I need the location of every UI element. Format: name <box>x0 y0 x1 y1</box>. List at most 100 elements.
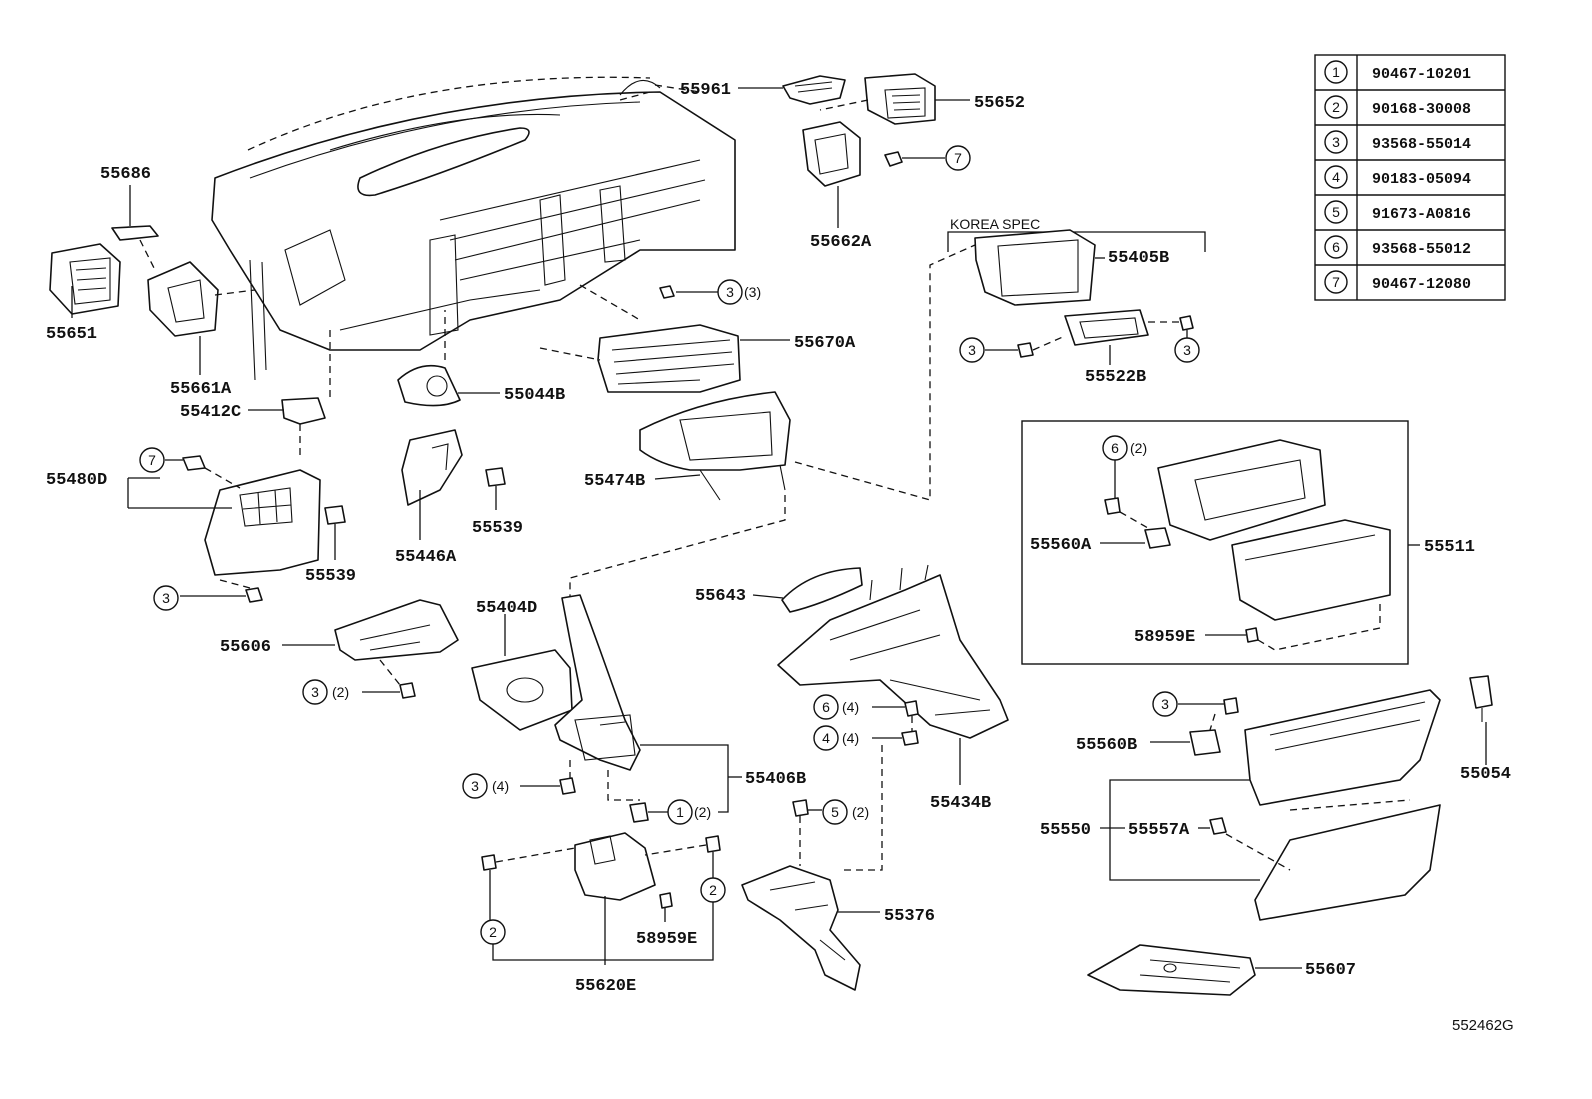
screw-3-qty-2: 3 (2) <box>302 679 416 705</box>
callout-5 <box>822 799 848 825</box>
svg-text:2: 2 <box>489 924 497 940</box>
label-55652: 55652 <box>974 94 1025 113</box>
callout-3 <box>462 773 488 799</box>
label-55550: 55550 <box>1040 821 1091 840</box>
table-ref-number: 1 <box>1332 64 1340 80</box>
label-55412C: 55412C <box>180 403 241 422</box>
label-55662A: 55662A <box>810 233 872 252</box>
svg-text:6: 6 <box>1111 440 1119 456</box>
table-ref-circle <box>1324 200 1348 224</box>
table-ref-circle <box>1324 60 1348 84</box>
label-55670A: 55670A <box>794 334 856 353</box>
table-ref-circle <box>1324 235 1348 259</box>
part-55661A-vent-garnish: 55661A <box>147 261 256 399</box>
part-55446A-panel: 55446A <box>395 429 463 567</box>
label-55686: 55686 <box>100 165 151 184</box>
part-55434B-console-bracket: 55434B <box>777 564 1009 813</box>
part-55607-bracket: 55607 <box>1087 944 1356 996</box>
part-55511-glove-box-group: 55511 6 (2) 55560A 58959E <box>1021 420 1475 665</box>
svg-text:3: 3 <box>968 342 976 358</box>
clip-7-upper: 7 <box>884 145 971 171</box>
table-ref-number: 5 <box>1332 204 1340 220</box>
label-55539-left: 55539 <box>305 567 356 586</box>
instrument-panel-assembly <box>211 76 736 381</box>
svg-text:1: 1 <box>676 804 684 820</box>
svg-text:3: 3 <box>1183 342 1191 358</box>
table-part-number: 90467-10201 <box>1372 66 1471 83</box>
label-55607: 55607 <box>1305 961 1356 980</box>
clip-1-qty-2: 1 (2) <box>629 799 711 825</box>
label-55539-center: 55539 <box>472 519 523 538</box>
table-ref-number: 6 <box>1332 239 1340 255</box>
label-55606: 55606 <box>220 638 271 657</box>
table-ref-number: 3 <box>1332 134 1340 150</box>
table-part-number: 90183-05094 <box>1372 171 1471 188</box>
part-55606-bracket: 55606 <box>220 599 459 686</box>
callout-3 <box>1174 337 1200 363</box>
svg-text:(4): (4) <box>842 730 859 746</box>
part-55643-trim: 55643 <box>695 567 863 613</box>
part-55961-vent-cover: 55961 <box>680 75 846 105</box>
svg-text:7: 7 <box>148 452 156 468</box>
table-part-number: 91673-A0816 <box>1372 206 1471 223</box>
svg-text:7: 7 <box>954 150 962 166</box>
figure-id: 552462G <box>1452 1017 1514 1034</box>
label-55434B: 55434B <box>930 794 991 813</box>
korea-spec-group: KOREA SPEC 55405B 55522B 3 3 <box>947 216 1206 387</box>
label-55961: 55961 <box>680 81 731 100</box>
table-ref-number: 4 <box>1332 169 1340 185</box>
label-55405B: 55405B <box>1108 249 1169 268</box>
part-55651-side-vent: 55651 <box>46 243 121 344</box>
callout-6 <box>813 694 839 720</box>
callout-7 <box>139 447 165 473</box>
label-55560A: 55560A <box>1030 536 1092 555</box>
label-55620E: 55620E <box>575 977 636 996</box>
part-55652-side-vent: 55652 <box>819 73 1025 125</box>
part-55620E-box: 55620E 2 2 58959E <box>480 832 726 996</box>
label-55404D: 55404D <box>476 599 537 618</box>
part-55044B-column-cover: 55044B <box>397 310 565 407</box>
svg-text:4: 4 <box>822 730 830 746</box>
part-55560B-clip: 55560B 3 <box>1076 691 1239 756</box>
screw-3-qty-3: 3 (3) <box>659 279 761 305</box>
table-ref-circle <box>1324 130 1348 154</box>
label-55054: 55054 <box>1460 765 1511 784</box>
part-55480D-lower-panel: 55480D 7 <box>46 447 321 576</box>
part-55662A-vent-garnish: 55662A <box>802 121 872 252</box>
callout-4 <box>813 725 839 751</box>
label-55446A: 55446A <box>395 548 457 567</box>
table-part-number: 93568-55014 <box>1372 136 1471 153</box>
svg-text:(2): (2) <box>852 804 869 820</box>
svg-text:6: 6 <box>822 699 830 715</box>
screws-6-4: 6 (4) 4 (4) <box>813 694 919 871</box>
table-part-number: 90467-12080 <box>1372 276 1471 293</box>
svg-text:3: 3 <box>726 284 734 300</box>
part-55686-sensor: 55686 <box>100 165 159 271</box>
part-55550-glove-box: 55550 55557A <box>1040 689 1441 921</box>
label-58959E-bottom: 58959E <box>636 930 697 949</box>
label-55376: 55376 <box>884 907 935 926</box>
screw-3-left: 3 <box>153 579 263 611</box>
table-ref-circle <box>1324 95 1348 119</box>
callout-1 <box>667 799 693 825</box>
part-55474B-center-panel: 55474B <box>569 244 976 600</box>
part-55412C-cover: 55412C <box>180 330 331 455</box>
part-55054-lamp: 55054 <box>1460 675 1511 784</box>
table-ref-circle <box>1324 165 1348 189</box>
label-55406B: 55406B <box>745 770 806 789</box>
label-55661A: 55661A <box>170 380 232 399</box>
part-55539-switch-center: 55539 <box>472 467 523 538</box>
label-58959E-box: 58959E <box>1134 628 1195 647</box>
svg-text:3: 3 <box>1161 696 1169 712</box>
label-55560B: 55560B <box>1076 736 1137 755</box>
table-part-number: 90168-30008 <box>1372 101 1471 118</box>
part-55404D-console-panel: 55404D <box>471 599 573 731</box>
label-55643: 55643 <box>695 587 746 606</box>
label-55651: 55651 <box>46 325 97 344</box>
svg-text:(3): (3) <box>744 284 761 300</box>
callout-3 <box>302 679 328 705</box>
label-55480D: 55480D <box>46 471 107 490</box>
label-55522B: 55522B <box>1085 368 1146 387</box>
part-55670A-center-vent: 55670A <box>539 284 856 393</box>
